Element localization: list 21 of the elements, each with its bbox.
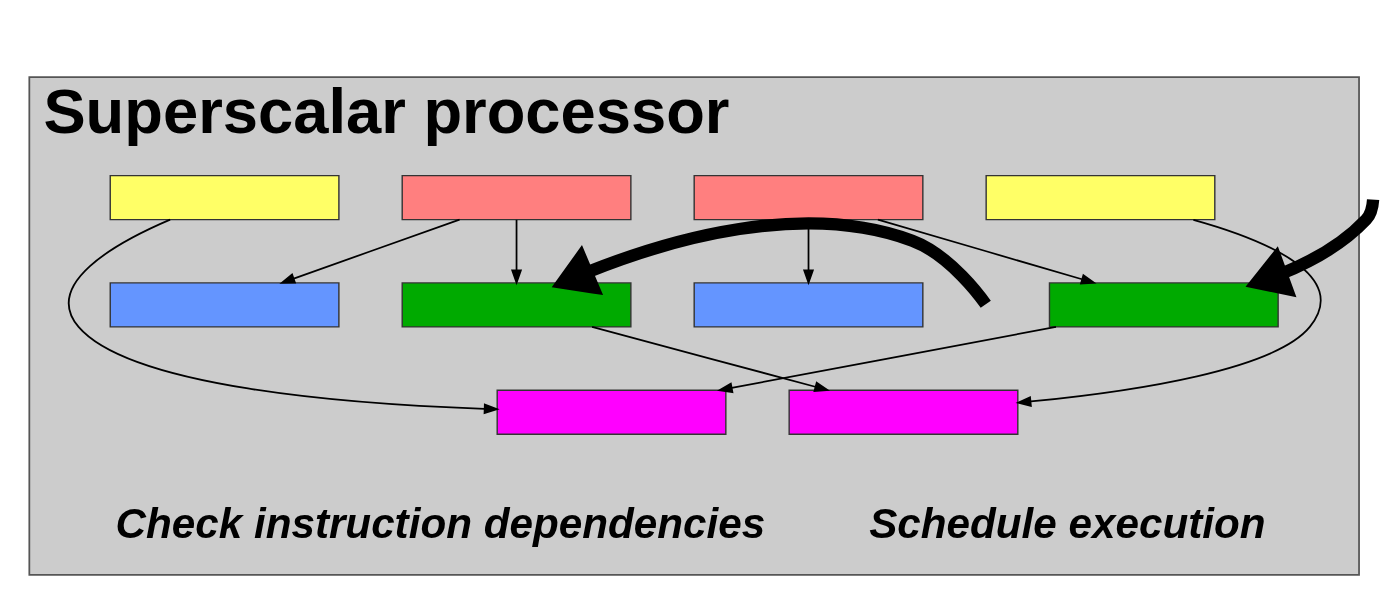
arrow: [877, 218, 1097, 284]
label: Check instruction dependencies: [115, 499, 766, 547]
node-box: [496, 389, 727, 435]
arrow: [68, 218, 500, 414]
node-box: [109, 281, 340, 328]
node-box: [693, 174, 924, 220]
node-box: [788, 389, 1019, 435]
node-box: [109, 174, 340, 220]
arrow: [511, 218, 523, 285]
node-box: [401, 174, 632, 220]
arrow: [1015, 218, 1322, 407]
arrow: [551, 216, 991, 308]
arrow: [279, 218, 461, 284]
label: Schedule execution: [869, 499, 1266, 547]
arrow: [716, 325, 1057, 393]
node-box: [693, 281, 924, 328]
node-box: [1048, 281, 1279, 328]
arrow: [591, 325, 831, 392]
node-box: [985, 174, 1216, 220]
arrow: [1245, 198, 1380, 297]
node-box: [401, 281, 632, 328]
